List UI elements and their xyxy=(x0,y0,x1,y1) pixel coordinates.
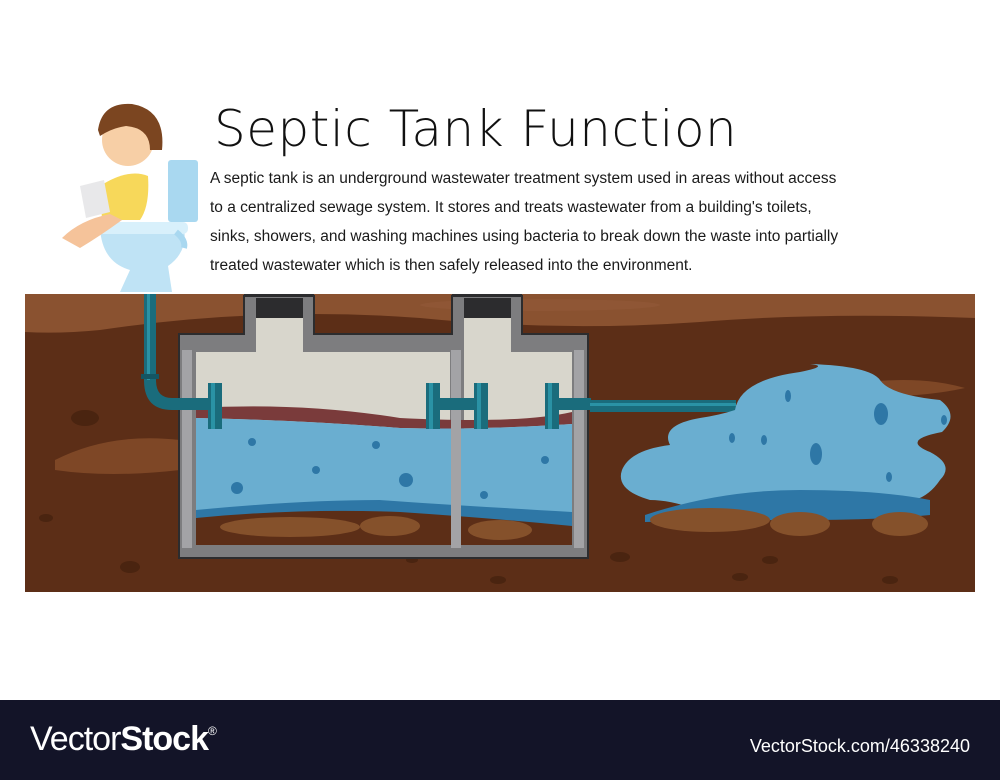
footer-bar: VectorStock® VectorStock.com/46338240 xyxy=(0,700,1000,780)
boy-on-toilet xyxy=(62,103,198,292)
description: A septic tank is an underground wastewat… xyxy=(210,164,970,280)
registered-mark: ® xyxy=(207,724,217,738)
inlet-pipe-elbow xyxy=(144,380,180,410)
septic-diagram xyxy=(25,103,975,592)
vectorstock-logo[interactable]: VectorStock® xyxy=(30,720,217,759)
description-line: treated wastewater which is then safely … xyxy=(210,257,693,274)
logo-text-thin: Vector xyxy=(30,720,121,758)
stock-id-link[interactable]: VectorStock.com/46338240 xyxy=(749,736,970,756)
description-line: A septic tank is an underground wastewat… xyxy=(210,170,837,187)
page-title: Septic Tank Function xyxy=(214,100,738,158)
drain-field xyxy=(620,364,951,536)
tank-divider xyxy=(451,350,461,548)
description-line: to a centralized sewage system. It store… xyxy=(210,199,812,216)
description-line: sinks, showers, and washing machines usi… xyxy=(210,228,839,245)
septic-tank xyxy=(176,294,591,559)
logo-text-bold: Stock xyxy=(120,720,209,758)
diagram-illustration xyxy=(25,103,975,592)
